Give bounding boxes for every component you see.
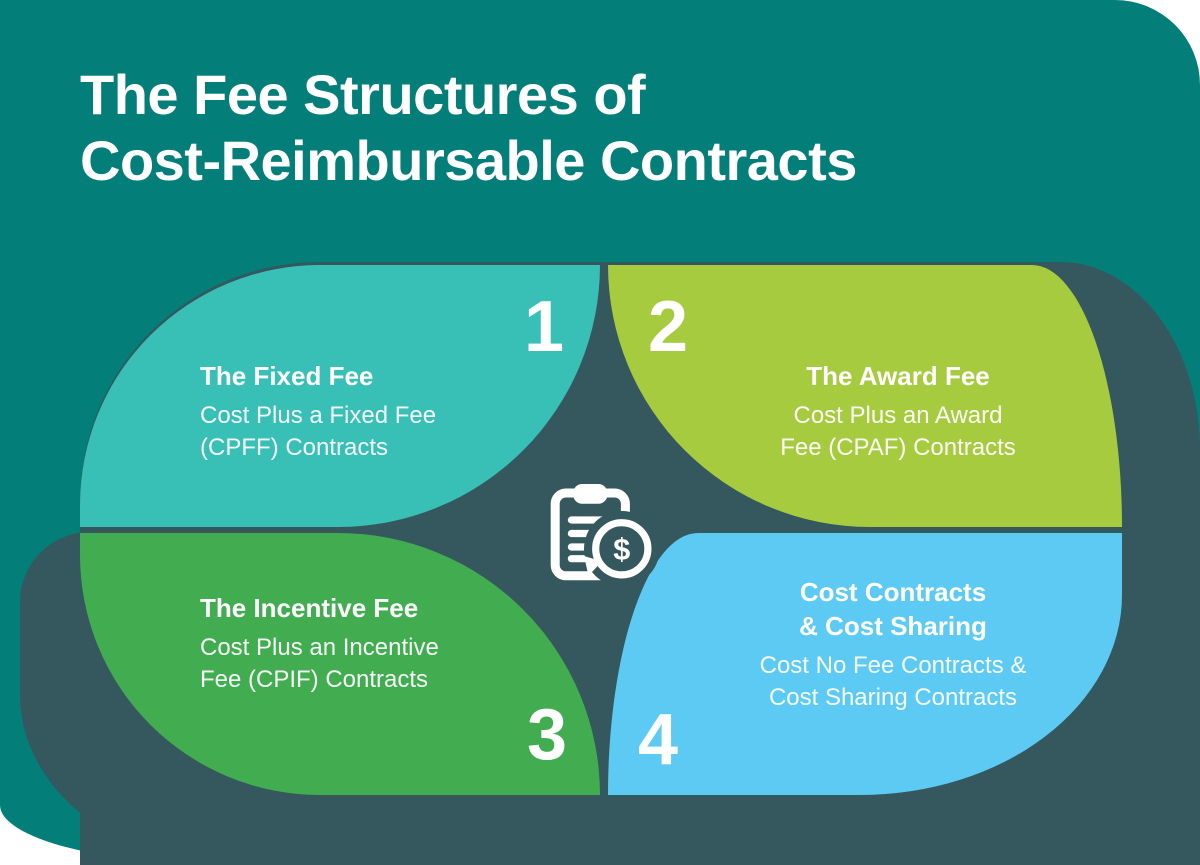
- page-title: The Fee Structures of Cost-Reimbursable …: [80, 62, 857, 194]
- petal-number-1: 1: [523, 287, 564, 367]
- petal-heading-line-1: Cost Contracts: [799, 577, 987, 607]
- petal-text-award-fee: The Award Fee Cost Plus an Award Fee (CP…: [728, 359, 1068, 464]
- petal-body-line: Fee (CPIF) Contracts: [200, 666, 429, 693]
- petal-body-line: Cost Sharing Contracts: [768, 684, 1018, 711]
- dollar-sign: $: [613, 533, 630, 567]
- petal-number-2: 2: [648, 287, 689, 367]
- page-title-line-2: Cost-Reimbursable Contracts: [80, 129, 857, 192]
- petal-text-fixed-fee: The Fixed Fee Cost Plus a Fixed Fee (CPF…: [200, 359, 500, 464]
- petal-heading: The Incentive Fee: [200, 593, 419, 623]
- petal-number-3: 3: [526, 695, 567, 775]
- petal-text-incentive-fee: The Incentive Fee Cost Plus an Incentive…: [200, 591, 500, 696]
- petal-incentive-fee: 3 The Incentive Fee Cost Plus an Incenti…: [80, 533, 600, 795]
- petal-heading: The Award Fee: [806, 361, 990, 391]
- petal-body-line: Cost Plus an Incentive: [200, 634, 439, 661]
- petal-text-cost-contracts: Cost Contracts & Cost Sharing Cost No Fe…: [718, 575, 1068, 714]
- dollar-ring: [592, 519, 652, 579]
- petal-body-line: Cost Plus a Fixed Fee: [200, 402, 437, 429]
- petal-group: 1 The Fixed Fee Cost Plus a Fixed Fee (C…: [80, 265, 1122, 795]
- petal-award-fee: 2 The Award Fee Cost Plus an Award Fee (…: [608, 265, 1122, 527]
- petal-body-line: Cost Plus an Award: [793, 402, 1003, 429]
- refresh-arrowhead: [584, 556, 602, 576]
- clipboard-dollar-refresh-icon: $: [550, 484, 660, 587]
- petal-fixed-fee: 1 The Fixed Fee Cost Plus a Fixed Fee (C…: [80, 265, 600, 527]
- petal-heading: Cost Contracts & Cost Sharing: [718, 575, 1068, 643]
- petal-heading: The Fixed Fee: [200, 361, 374, 391]
- petal-body-line: (CPFF) Contracts: [200, 434, 389, 461]
- petal-heading-line-2: & Cost Sharing: [799, 611, 987, 641]
- petal-cost-contracts: 4 Cost Contracts & Cost Sharing Cost No …: [608, 533, 1122, 795]
- petal-body-line: Cost No Fee Contracts &: [759, 652, 1027, 679]
- petal-body-line: Fee (CPAF) Contracts: [780, 434, 1016, 461]
- clipboard-clip: [573, 484, 608, 504]
- petal-number-4: 4: [638, 700, 679, 780]
- page-title-line-1: The Fee Structures of: [80, 63, 646, 126]
